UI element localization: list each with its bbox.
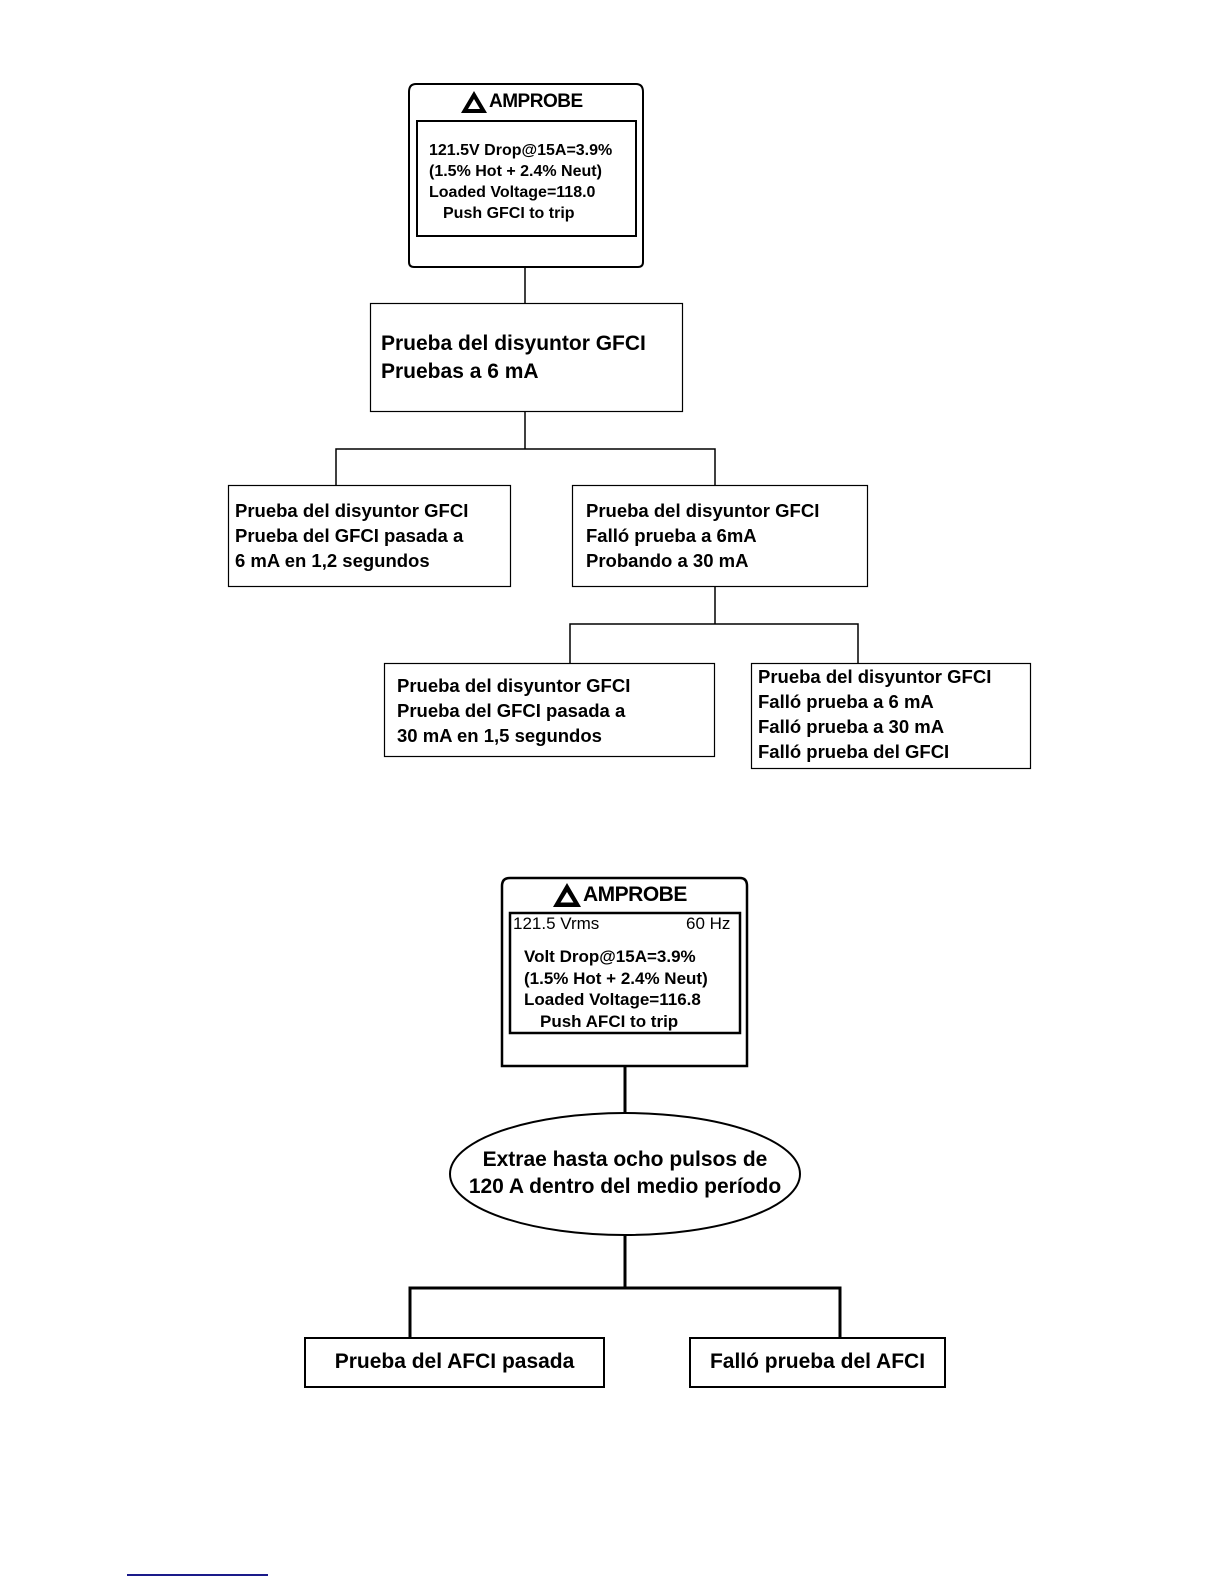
box-root: [369, 302, 684, 413]
box-line: Prueba del GFCI pasada a: [397, 700, 626, 721]
readout-line: (1.5% Hot + 2.4% Neut): [429, 163, 602, 180]
ellipse-line: 120 A dentro del medio período: [468, 1175, 782, 1198]
box-fail-6ma: [571, 484, 869, 588]
pass-6ma-text: Prueba del disyuntor GFCI Prueba del GFC…: [235, 498, 468, 573]
box-line: Prueba del disyuntor GFCI: [397, 675, 631, 696]
fail-6ma-text: Prueba del disyuntor GFCI Falló prueba a…: [586, 498, 819, 573]
ellipse-line: Extrae hasta ocho pulsos de: [482, 1148, 768, 1171]
readout-line: 121.5V Drop@15A=3.9%: [429, 142, 613, 159]
amprobe-logo-1: AMPROBE: [461, 91, 583, 113]
fail-all-text: Prueba del disyuntor GFCI Falló prueba a…: [758, 664, 991, 764]
voltage-readout: 121.5 Vrms: [513, 914, 600, 933]
box-line: Probando a 30 mA: [586, 550, 749, 571]
afci-pass-text: Prueba del AFCI pasada: [334, 1350, 575, 1373]
device-1-screen: [416, 120, 637, 237]
readout-line: Push GFCI to trip: [443, 205, 575, 222]
box-line: Falló prueba a 6 mA: [758, 691, 934, 712]
readout-line: Volt Drop@15A=3.9%: [524, 947, 696, 966]
box-line: Prueba del disyuntor GFCI: [586, 500, 820, 521]
amprobe-triangle-icon: [553, 883, 581, 907]
readout-line: Loaded Voltage=118.0: [429, 184, 596, 201]
afci-fail-text: Falló prueba del AFCI: [709, 1350, 926, 1373]
box-line: Falló prueba a 6mA: [586, 525, 757, 546]
amprobe-triangle-icon: [461, 91, 487, 113]
box-fail-all: [750, 662, 1032, 770]
frequency-readout: 60 Hz: [686, 914, 731, 933]
readout-line: (1.5% Hot + 2.4% Neut): [524, 968, 708, 988]
brand-name: AMPROBE: [583, 883, 687, 906]
box-line: Prueba del disyuntor GFCI: [758, 666, 992, 687]
device-2-readout: Volt Drop@15A=3.9% (1.5% Hot + 2.4% Neut…: [524, 946, 708, 1032]
device-2-screen: [508, 911, 742, 1035]
box-line: Prueba del disyuntor GFCI: [381, 332, 646, 355]
brand-name: AMPROBE: [489, 91, 583, 112]
box-pass-6ma: [227, 484, 512, 588]
box-line: 30 mA en 1,5 segundos: [397, 725, 602, 746]
device-1-body: [408, 83, 644, 268]
box-pass-30ma: [383, 662, 716, 758]
readout-line: Loaded Voltage=116.8: [524, 990, 701, 1009]
pass-30ma-text: Prueba del disyuntor GFCI Prueba del GFC…: [397, 673, 630, 748]
device-1-readout: 121.5V Drop@15A=3.9% (1.5% Hot + 2.4% Ne…: [429, 140, 612, 224]
readout-line: Push AFCI to trip: [540, 1011, 679, 1031]
box-line: Falló prueba a 30 mA: [758, 716, 945, 737]
ellipse-text: Extrae hasta ocho pulsos de 120 A dentro…: [450, 1146, 800, 1200]
box-afci-fail: [689, 1337, 946, 1388]
box-line: 6 mA en 1,2 segundos: [235, 550, 430, 571]
box-line: Prueba del disyuntor GFCI: [235, 500, 469, 521]
box-line: Pruebas a 6 mA: [381, 360, 539, 383]
device-2-body: [500, 876, 749, 1068]
amprobe-logo-2: AMPROBE: [553, 883, 687, 907]
box-afci-pass: [304, 1337, 605, 1388]
box-line: Falló prueba del GFCI: [758, 741, 950, 762]
box-line: Prueba del GFCI pasada a: [235, 525, 464, 546]
root-text: Prueba del disyuntor GFCI Pruebas a 6 mA: [381, 330, 646, 386]
